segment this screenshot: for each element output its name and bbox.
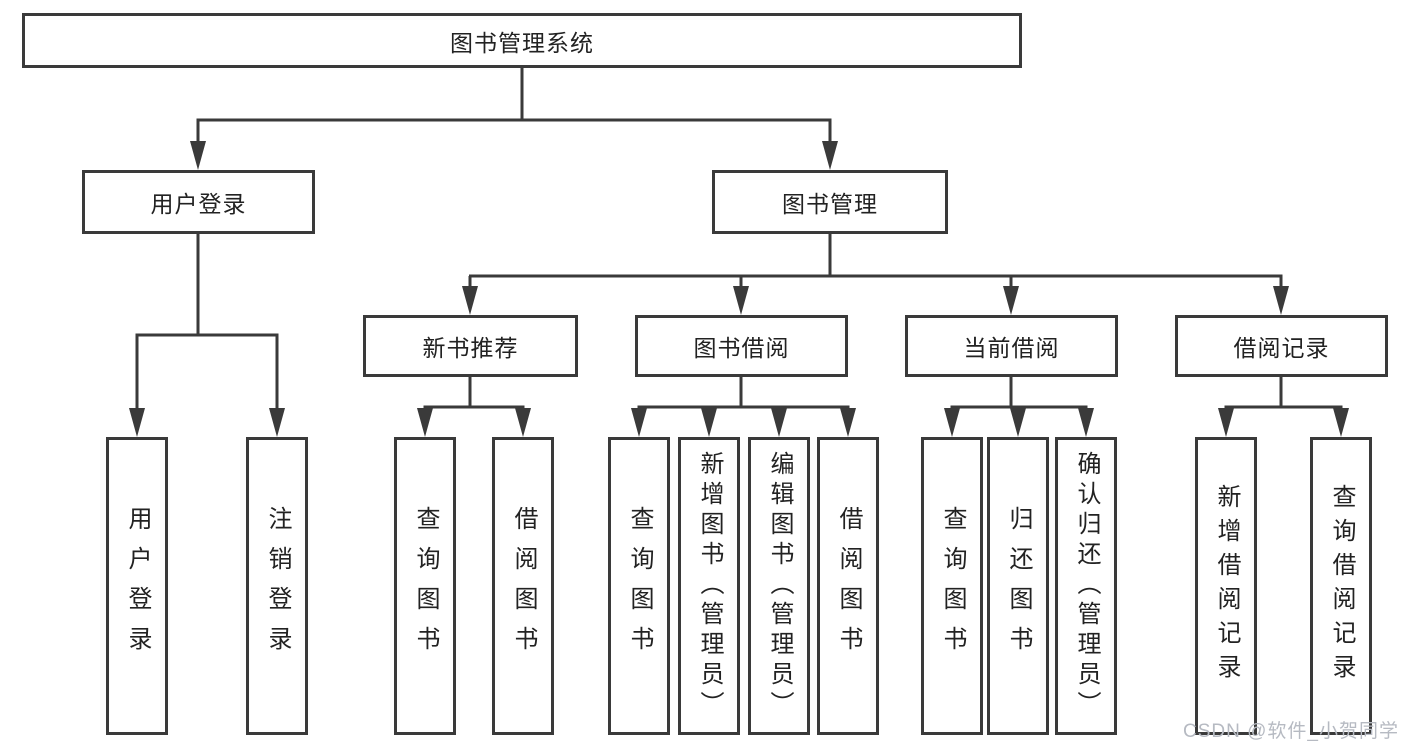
node-borrow-records: 借阅记录 — [1175, 315, 1388, 377]
node-user-login: 用户登录 — [82, 170, 315, 234]
leaf-query-books-current: 查询图书 — [921, 437, 983, 735]
leaf-borrow-books-recommend: 借阅图书 — [492, 437, 554, 735]
leaf-return-books: 归还图书 — [987, 437, 1049, 735]
node-current-borrow: 当前借阅 — [905, 315, 1118, 377]
leaf-add-books-admin: 新增图书（管理员） — [678, 437, 740, 735]
leaf-confirm-return-admin: 确认归还（管理员） — [1055, 437, 1117, 735]
leaf-query-books-borrow: 查询图书 — [608, 437, 670, 735]
node-book-borrow: 图书借阅 — [635, 315, 848, 377]
leaf-borrow-books: 借阅图书 — [817, 437, 879, 735]
csdn-watermark: CSDN @软件_小贺同学 — [1183, 721, 1399, 742]
leaf-user-login: 用户登录 — [106, 437, 168, 735]
leaf-query-borrow-record: 查询借阅记录 — [1310, 437, 1372, 735]
leaf-query-books-recommend: 查询图书 — [394, 437, 456, 735]
node-root-system: 图书管理系统 — [22, 13, 1022, 68]
leaf-logout: 注销登录 — [246, 437, 308, 735]
node-book-management: 图书管理 — [712, 170, 948, 234]
node-new-book-recommend: 新书推荐 — [363, 315, 578, 377]
leaf-edit-books-admin: 编辑图书（管理员） — [748, 437, 810, 735]
leaf-add-borrow-record: 新增借阅记录 — [1195, 437, 1257, 735]
